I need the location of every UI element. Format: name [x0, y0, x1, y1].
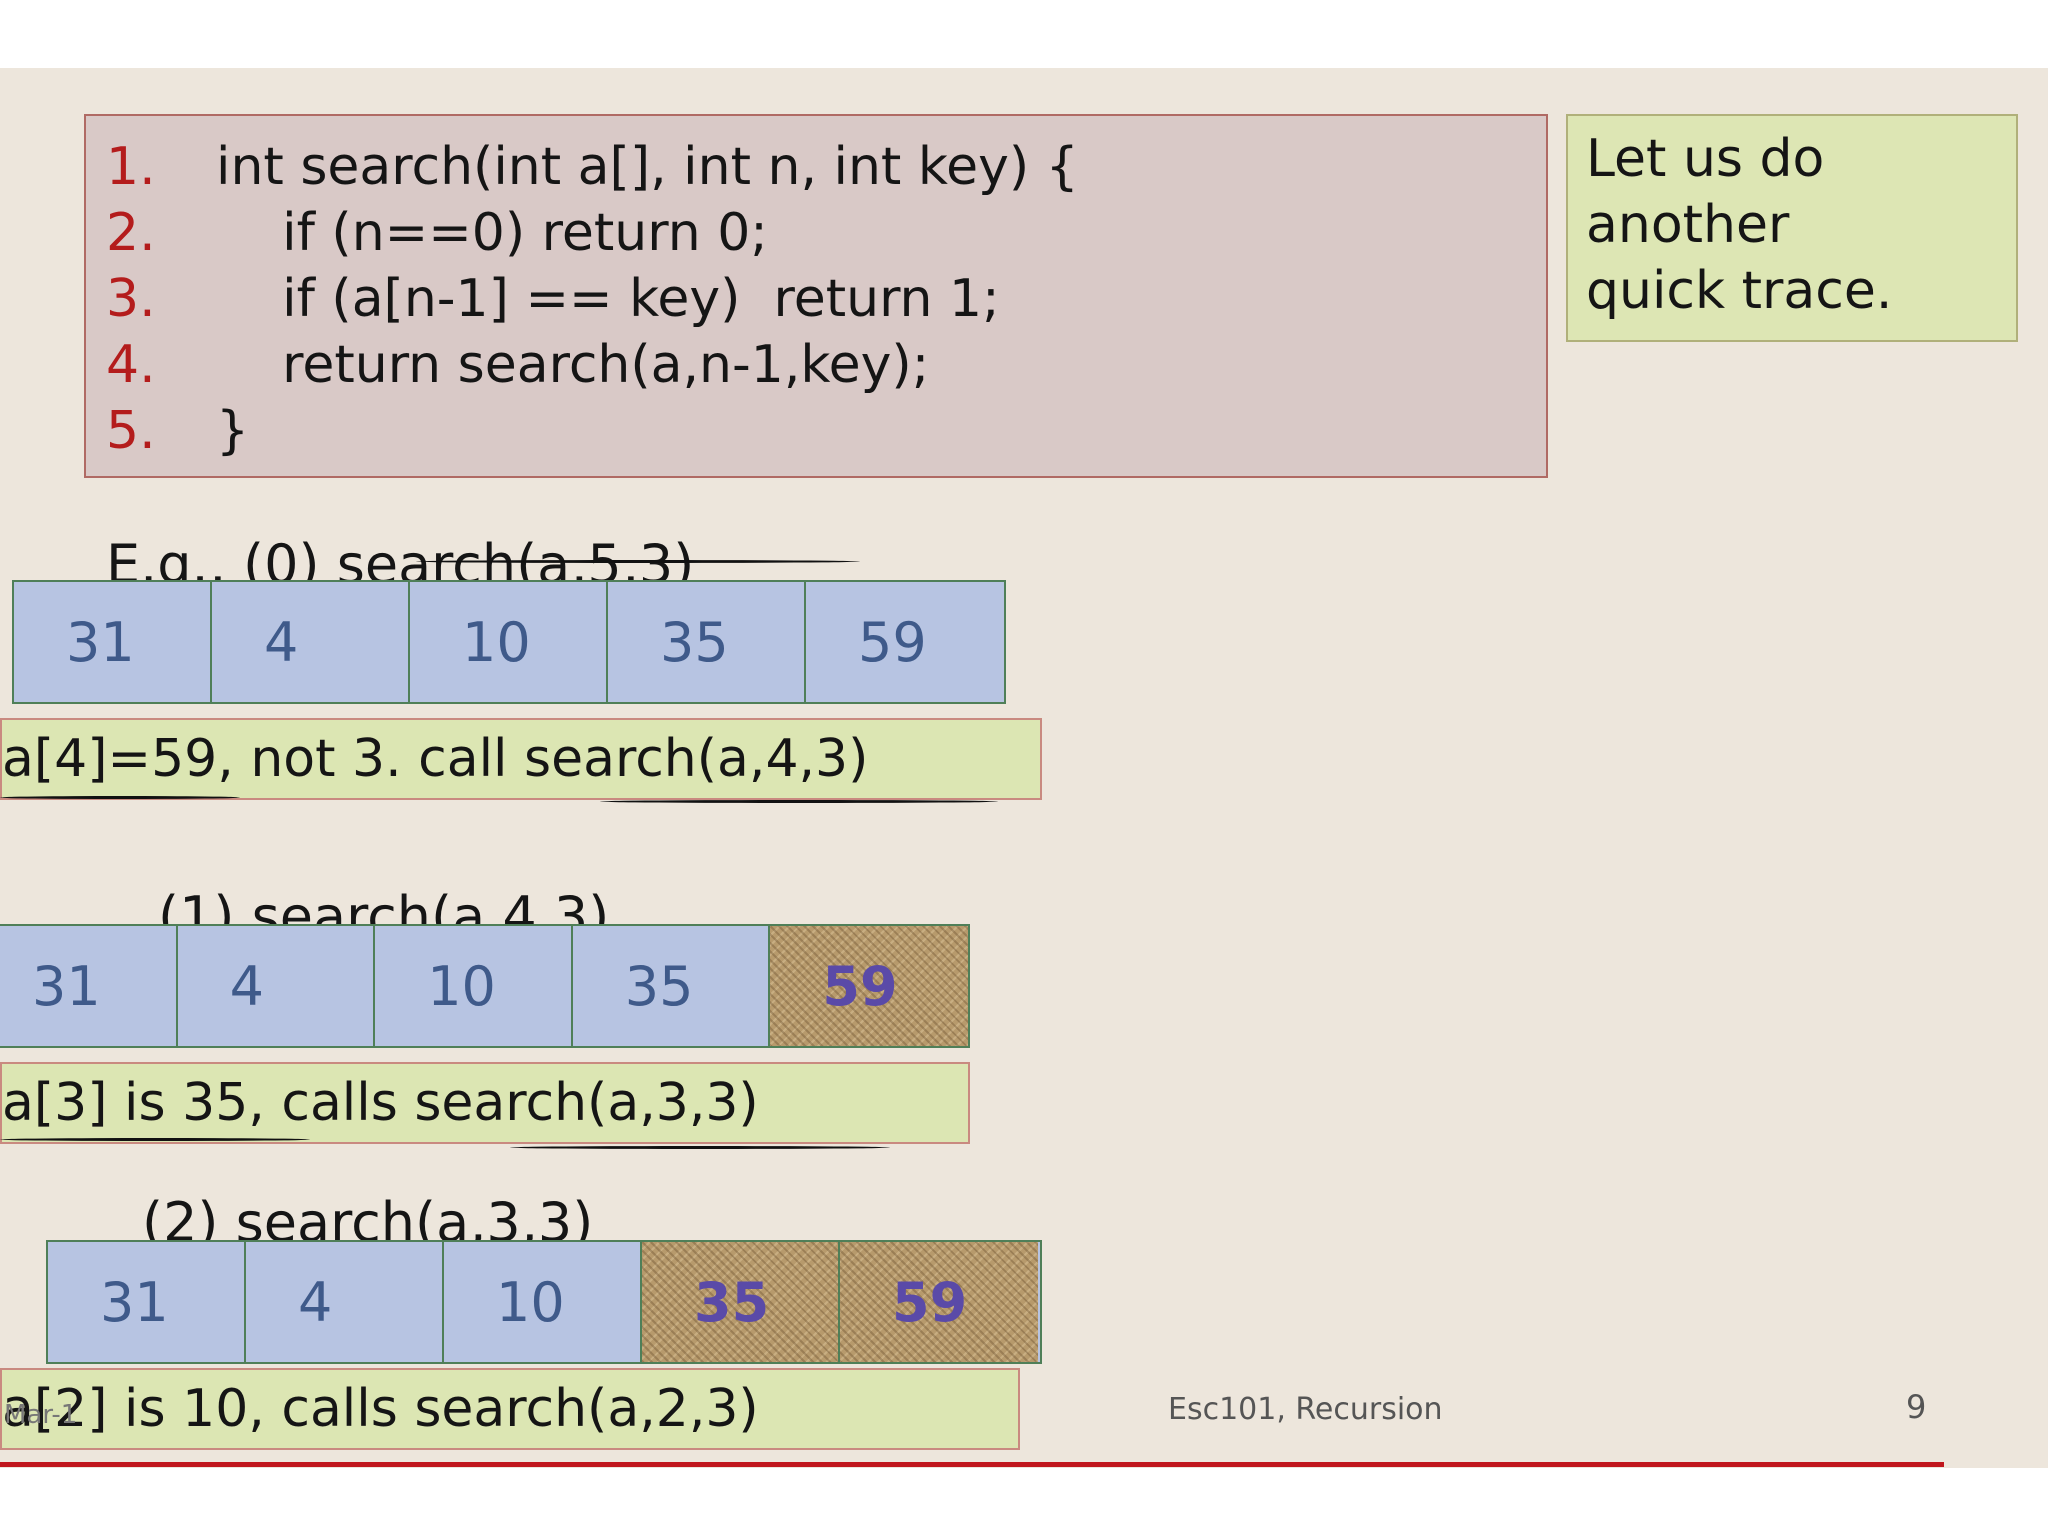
line-number: 5. — [106, 401, 156, 461]
code-line-1: 1. int search(int a[], int n, int key) { — [106, 134, 1079, 200]
trace-message-0: a[4]=59, not 3. call search(a,4,3) — [0, 718, 1042, 800]
note-line-2: another — [1586, 195, 1790, 255]
code-line-5: 5.} — [106, 398, 249, 464]
slide: 1.int search(int a[], int n, int key) { … — [0, 68, 2048, 1468]
code-text: if (a[n-1] == key) return 1; — [216, 269, 1000, 329]
trace-message-1: a[3] is 35, calls search(a,3,3) — [0, 1062, 970, 1144]
array-cell: 10 — [375, 926, 573, 1046]
array-cell: 4 — [212, 582, 410, 702]
ink-underline — [0, 796, 240, 799]
code-text: int search(int a[], int n, int key) { — [216, 137, 1079, 197]
array-cell: 4 — [178, 926, 376, 1046]
code-line-4: 4. return search(a,n-1,key); — [106, 332, 929, 398]
note-line-3: quick trace. — [1586, 261, 1893, 321]
ink-underline — [510, 1146, 890, 1149]
note-callout: Let us do another quick trace. — [1566, 114, 2018, 342]
footer-date: Mar-1 — [4, 1400, 78, 1430]
line-number: 3. — [106, 269, 156, 329]
ink-underline — [0, 1138, 310, 1141]
array-cell: 10 — [410, 582, 608, 702]
code-line-3: 3. if (a[n-1] == key) return 1; — [106, 266, 1000, 332]
array-cell: 31 — [14, 582, 212, 702]
array-cell: 59 — [770, 926, 968, 1046]
array-cell: 35 — [642, 1242, 840, 1362]
array-cell: 35 — [608, 582, 806, 702]
array-cell: 35 — [573, 926, 771, 1046]
code-text: if (n==0) return 0; — [216, 203, 768, 263]
line-number: 4. — [106, 335, 156, 395]
line-number: 2. — [106, 203, 156, 263]
array-cell: 4 — [246, 1242, 444, 1362]
line-number: 1. — [106, 137, 156, 197]
code-block: 1.int search(int a[], int n, int key) { … — [84, 114, 1548, 478]
code-line-2: 2. if (n==0) return 0; — [106, 200, 768, 266]
array-cell: 10 — [444, 1242, 642, 1362]
page-number: 9 — [1906, 1388, 1927, 1426]
footer-rule — [0, 1462, 1944, 1467]
trace-message-2: a[2] is 10, calls search(a,2,3) — [0, 1368, 1020, 1450]
code-text: } — [216, 401, 250, 461]
footer-title: Esc101, Recursion — [1168, 1392, 1443, 1427]
array-cell: 59 — [840, 1242, 1038, 1362]
note-line-1: Let us do — [1586, 129, 1825, 189]
array-cell: 31 — [48, 1242, 246, 1362]
array-cell: 31 — [0, 926, 178, 1046]
array-cell: 59 — [858, 610, 927, 674]
ink-underline — [600, 800, 998, 803]
code-text: return search(a,n-1,key); — [216, 335, 930, 395]
ink-underline — [416, 560, 860, 563]
